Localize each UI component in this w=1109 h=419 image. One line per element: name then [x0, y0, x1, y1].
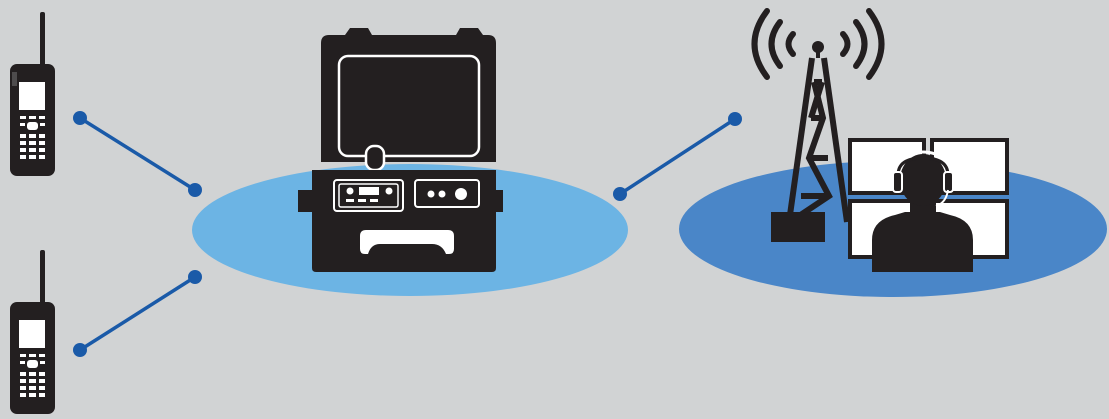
- link-case-to-dispatch: [613, 112, 742, 201]
- handheld-radio-icon: [10, 12, 55, 176]
- rugged-case-radio-icon: [298, 28, 503, 272]
- link-radio-bottom-to-case: [73, 270, 202, 357]
- link-endpoint-dot: [728, 112, 742, 126]
- link-endpoint-dot: [188, 270, 202, 284]
- link-endpoint-dot: [73, 111, 87, 125]
- link-radio-top-to-case: [73, 111, 202, 197]
- link-endpoint-dot: [613, 187, 627, 201]
- link-endpoint-dot: [73, 343, 87, 357]
- dispatcher-operator-icon: [848, 138, 1009, 272]
- link-endpoint-dot: [188, 183, 202, 197]
- handheld-radio-icon: [10, 250, 55, 414]
